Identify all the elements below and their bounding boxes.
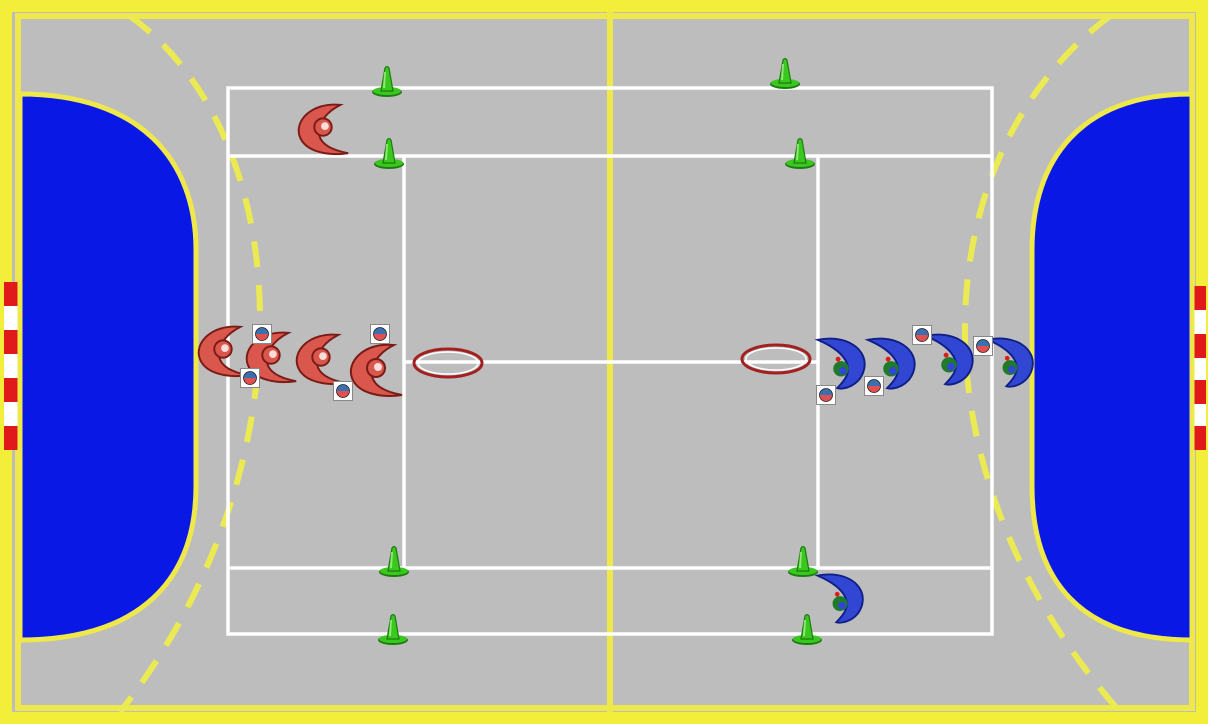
right-goal-area xyxy=(1032,94,1192,640)
handball-8 xyxy=(865,377,884,396)
handball-6 xyxy=(974,337,993,356)
handball-2 xyxy=(371,325,390,344)
handball-4 xyxy=(334,382,353,401)
handball-3 xyxy=(241,369,260,388)
left-goal-area xyxy=(20,94,196,640)
handball-7 xyxy=(817,386,836,405)
handball-1 xyxy=(253,325,272,344)
handball-5 xyxy=(913,326,932,345)
